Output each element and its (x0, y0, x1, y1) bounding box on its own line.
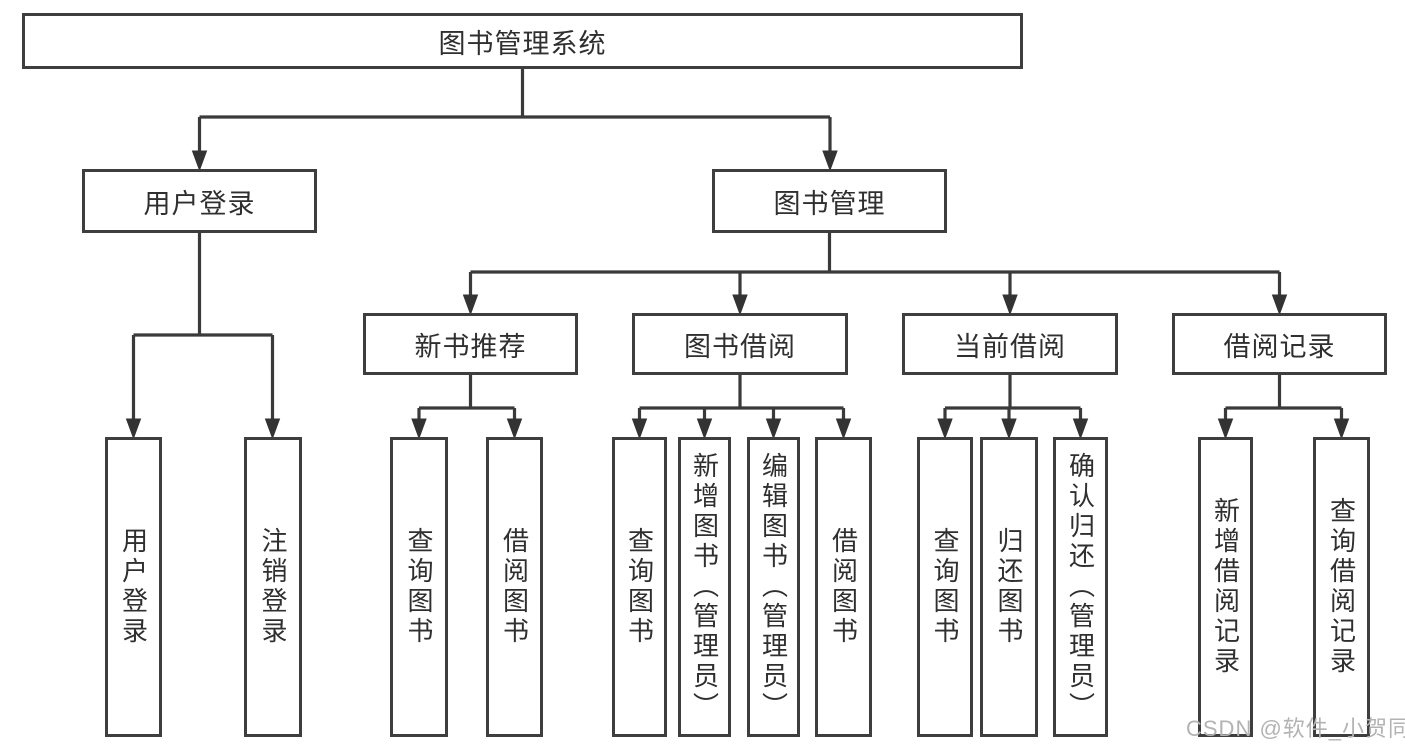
leaf-logout: 注销登录 (244, 437, 302, 737)
connector-borrow-records-branch (1217, 375, 1350, 440)
leaf-current-return-books: 归还图书 (980, 437, 1038, 737)
leaf-user-login-label: 用户登录 (118, 527, 149, 647)
leaf-borrowing-edit-books-admin: 编辑图书（管理员） (747, 437, 800, 737)
node-current-borrowing: 当前借阅 (902, 313, 1118, 375)
leaf-current-query-books-label: 查询图书 (930, 527, 960, 647)
leaf-borrowing-borrow-books-label: 借阅图书 (828, 527, 859, 647)
connector-book-borrow-branch (631, 375, 852, 440)
leaf-records-query-record: 查询借阅记录 (1313, 437, 1370, 737)
connector-book-mgmt-branch (462, 233, 1288, 316)
leaf-borrowing-borrow-books: 借阅图书 (815, 437, 872, 737)
leaf-newbooks-borrow-books: 借阅图书 (486, 437, 543, 737)
leaf-borrowing-add-books-admin: 新增图书（管理员） (678, 437, 731, 737)
watermark: CSDN @软件_小贺同学 (1186, 716, 1405, 741)
leaf-borrowing-edit-books-admin-label: 编辑图书（管理员） (758, 452, 789, 722)
connector-root-to-level2 (191, 69, 838, 172)
node-new-book-recommendation: 新书推荐 (363, 313, 578, 375)
leaf-current-query-books: 查询图书 (917, 437, 973, 737)
connector-new-books-branch (411, 375, 523, 440)
leaf-records-add-record: 新增借阅记录 (1198, 437, 1253, 737)
leaf-records-add-record-label: 新增借阅记录 (1210, 497, 1241, 677)
connector-current-borrow-branch (937, 375, 1089, 440)
leaf-newbooks-query-books-label: 查询图书 (404, 527, 434, 647)
leaf-records-query-record-label: 查询借阅记录 (1326, 497, 1357, 677)
node-library-management-system: 图书管理系统 (22, 13, 1023, 69)
leaf-logout-label: 注销登录 (258, 527, 288, 647)
leaf-newbooks-query-books: 查询图书 (390, 437, 448, 737)
leaf-borrowing-query-books: 查询图书 (612, 437, 667, 737)
leaf-newbooks-borrow-books-label: 借阅图书 (499, 527, 530, 647)
leaf-borrowing-query-books-label: 查询图书 (624, 527, 655, 647)
node-book-borrowing: 图书借阅 (632, 313, 848, 375)
leaf-current-confirm-return-admin: 确认归还（管理员） (1053, 437, 1108, 737)
node-borrowing-records: 借阅记录 (1172, 313, 1387, 375)
node-user-login: 用户登录 (82, 169, 317, 233)
leaf-current-return-books-label: 归还图书 (994, 527, 1024, 647)
leaf-user-login: 用户登录 (105, 437, 162, 737)
leaf-current-confirm-return-admin-label: 确认归还（管理员） (1065, 452, 1096, 722)
leaf-borrowing-add-books-admin-label: 新增图书（管理员） (689, 452, 720, 722)
node-book-management: 图书管理 (712, 169, 947, 233)
connector-user-login-branch (125, 233, 281, 440)
